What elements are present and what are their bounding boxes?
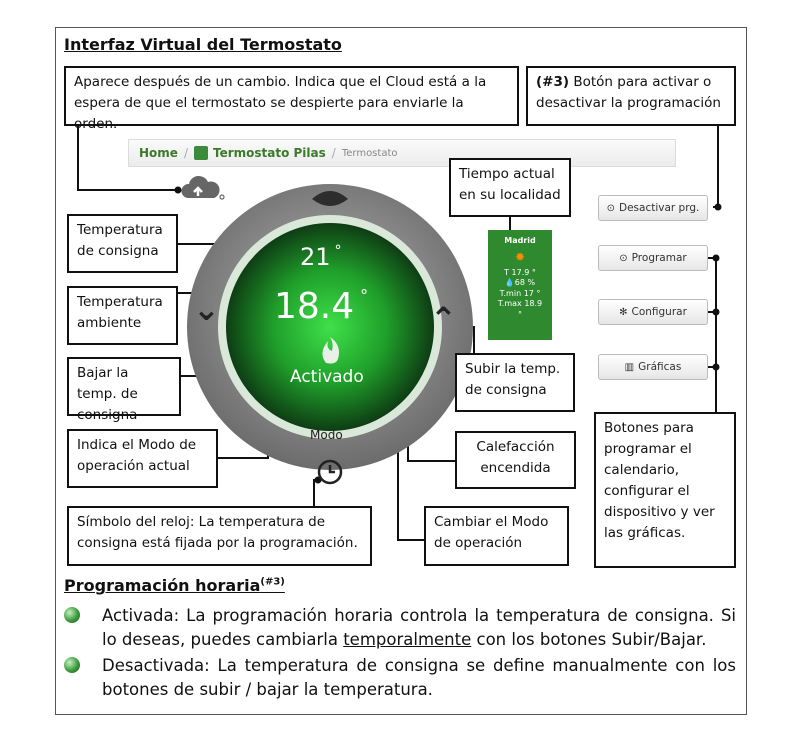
thermostat-device-icon <box>193 146 208 160</box>
weather-degree: ° <box>518 309 522 319</box>
bullet-activated: Activada: La programación horaria contro… <box>64 604 736 652</box>
clock-icon <box>317 459 343 485</box>
callout-schedule-toggle: (#3) Botón para activar o desactivar la … <box>526 66 736 126</box>
clock-small-icon: ⊙ <box>606 202 615 214</box>
weather-tmax: T.max 18.9 <box>497 299 543 309</box>
gear-icon: ✻ <box>619 306 628 318</box>
thermostat-dial <box>187 184 473 470</box>
bar-chart-icon: ▥ <box>624 361 635 373</box>
breadcrumb-home[interactable]: Home <box>139 146 178 160</box>
chevron-up-icon[interactable]: ⌃ <box>430 300 457 338</box>
line-botones-stem <box>708 257 717 412</box>
figure-title: Interfaz Virtual del Termostato <box>64 35 342 54</box>
ambient-display: 18.4° <box>274 286 369 327</box>
weather-humidity: 💧68 % <box>504 278 536 288</box>
callout-cloud: Aparece después de un cambio. Indica que… <box>64 66 519 132</box>
schedule-button[interactable]: ⊙Programar <box>598 245 708 271</box>
callout-buttons: Botones para programar el calendario, co… <box>594 412 736 568</box>
figure-frame <box>55 27 747 715</box>
ambient-value: 18.4 <box>274 286 355 327</box>
breadcrumb-separator: / <box>183 146 188 160</box>
weather-widget: Madrid ✹ T 17.9 ° 💧68 % T.min 17 ° T.max… <box>488 230 552 340</box>
callout-setpoint: Temperatura de consigna <box>67 214 178 273</box>
green-bullet-icon <box>64 657 80 673</box>
callout-heating-on: Calefacción encendida <box>455 431 576 489</box>
breadcrumb-device[interactable]: Termostato Pilas <box>212 146 326 160</box>
flame-icon <box>322 337 339 364</box>
charts-button[interactable]: ▥Gráficas <box>598 354 708 380</box>
chevron-down-icon[interactable]: ⌄ <box>193 290 220 328</box>
breadcrumb-current: Termostato <box>341 147 398 159</box>
dial-display <box>226 223 434 431</box>
setpoint-value: 21 <box>300 243 331 271</box>
weather-temp: T 17.9 ° <box>504 267 536 277</box>
configure-button[interactable]: ✻Configurar <box>598 299 708 325</box>
callout-weather: Tiempo actual en su localidad <box>449 158 571 217</box>
mode-status: Activado <box>290 367 364 387</box>
breadcrumb-separator: / <box>331 146 336 160</box>
setpoint-display: 21° <box>300 243 342 271</box>
breadcrumb: Home / Termostato Pilas / Termostato <box>128 139 676 167</box>
green-bullet-icon <box>64 607 80 623</box>
line-prog <box>713 124 719 208</box>
callout-lower: Bajar la temp. de consigna <box>67 357 181 423</box>
deactivate-schedule-button[interactable]: ⊙Desactivar prg. <box>598 195 708 221</box>
callout-current-mode: Indica el Modo de operación actual <box>67 429 218 488</box>
callout-ambient: Temperatura ambiente <box>67 286 178 345</box>
bullet-deactivated: Desactivada: La temperatura de consigna … <box>64 654 736 702</box>
callout-change-mode: Cambiar el Modo de operación <box>424 506 569 566</box>
callout-clock: Símbolo del reloj: La temperatura de con… <box>67 506 372 566</box>
cloud-upload-icon <box>181 175 225 200</box>
weather-city: Madrid <box>504 236 536 245</box>
sun-icon: ✹ <box>514 250 526 265</box>
leaf-icon <box>312 191 348 206</box>
mode-button[interactable]: Modo <box>310 428 343 442</box>
weather-tmin: T.min 17 ° <box>499 288 541 298</box>
clock-small-icon: ⊙ <box>619 252 628 264</box>
callout-raise: Subir la temp. de consigna <box>455 353 575 412</box>
section-title: Programación horaria(#3) <box>64 576 285 595</box>
line-cloud <box>77 124 178 191</box>
